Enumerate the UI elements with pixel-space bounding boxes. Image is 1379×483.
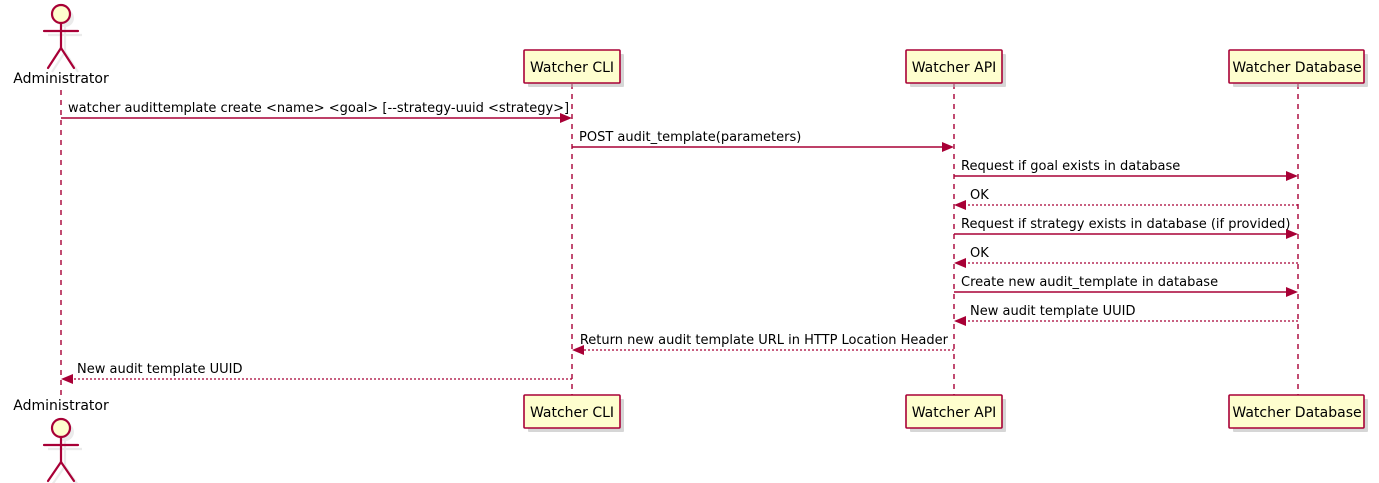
message-2[interactable]: POST audit_template(parameters) <box>572 130 954 152</box>
message-label-7: Create new audit_template in database <box>961 275 1218 290</box>
arrowhead-left-icon <box>954 200 966 210</box>
lifelines <box>60 84 1299 396</box>
actor-head-icon <box>50 3 72 25</box>
participant-watcher-database-bottom[interactable]: Watcher Database <box>1228 394 1368 432</box>
participant-watcher-cli-bottom[interactable]: Watcher CLI <box>523 394 624 432</box>
actor-label-administrator-top: Administrator <box>13 71 109 87</box>
participant-label-watcher-cli-top: Watcher CLI <box>530 60 614 76</box>
message-7[interactable]: Create new audit_template in database <box>954 275 1298 297</box>
participant-label-watcher-database-bottom: Watcher Database <box>1232 405 1361 421</box>
arrowhead-right-icon <box>560 113 572 123</box>
message-3[interactable]: Request if goal exists in database <box>954 159 1298 181</box>
actor-head-icon <box>50 417 72 439</box>
actor-administrator-top[interactable]: Administrator <box>13 3 109 87</box>
message-label-6: OK <box>970 246 989 261</box>
arrowhead-left-icon <box>572 345 584 355</box>
participant-watcher-api-bottom[interactable]: Watcher API <box>905 394 1006 432</box>
participant-label-watcher-cli-bottom: Watcher CLI <box>530 405 614 421</box>
arrowhead-left-icon <box>954 258 966 268</box>
participant-label-watcher-api-bottom: Watcher API <box>912 405 997 421</box>
message-label-4: OK <box>970 188 989 203</box>
message-8[interactable]: New audit template UUID <box>954 304 1298 326</box>
actor-label-administrator-bottom: Administrator <box>13 398 109 414</box>
message-label-2: POST audit_template(parameters) <box>579 130 801 145</box>
arrowhead-left-icon <box>61 374 73 384</box>
participant-box[interactable] <box>523 49 621 84</box>
participant-watcher-api-top[interactable]: Watcher API <box>905 49 1006 87</box>
arrowhead-right-icon <box>1286 229 1298 239</box>
participant-watcher-cli-top[interactable]: Watcher CLI <box>523 49 624 87</box>
message-label-8: New audit template UUID <box>970 304 1135 319</box>
actor-right-leg-icon <box>59 46 76 70</box>
actor-left-leg-icon <box>46 460 63 483</box>
actor-left-leg-icon <box>46 46 63 70</box>
message-label-9: Return new audit template URL in HTTP Lo… <box>580 333 949 348</box>
participant-label-watcher-database-top: Watcher Database <box>1232 60 1361 76</box>
message-label-5: Request if strategy exists in database (… <box>961 217 1290 232</box>
participant-box[interactable] <box>905 394 1003 429</box>
message-label-3: Request if goal exists in database <box>961 159 1180 174</box>
actor-administrator-bottom[interactable]: Administrator <box>13 398 109 483</box>
message-6[interactable]: OK <box>954 246 1298 268</box>
participant-watcher-database-top[interactable]: Watcher Database <box>1228 49 1368 87</box>
message-label-1: watcher audittemplate create <name> <goa… <box>68 101 569 116</box>
arrowhead-right-icon <box>942 142 954 152</box>
message-10[interactable]: New audit template UUID <box>61 362 572 384</box>
participant-box[interactable] <box>1228 49 1365 84</box>
participant-box[interactable] <box>1228 394 1365 429</box>
message-label-10: New audit template UUID <box>77 362 242 377</box>
arrowhead-right-icon <box>1286 171 1298 181</box>
participant-box[interactable] <box>905 49 1003 84</box>
participant-box[interactable] <box>523 394 621 429</box>
arrowhead-right-icon <box>1286 287 1298 297</box>
message-4[interactable]: OK <box>954 188 1298 210</box>
actor-right-leg-icon <box>59 460 76 483</box>
arrowhead-left-icon <box>954 316 966 326</box>
message-9[interactable]: Return new audit template URL in HTTP Lo… <box>572 333 954 355</box>
message-5[interactable]: Request if strategy exists in database (… <box>954 217 1298 239</box>
participant-label-watcher-api-top: Watcher API <box>912 60 997 76</box>
message-1[interactable]: watcher audittemplate create <name> <goa… <box>61 101 572 123</box>
